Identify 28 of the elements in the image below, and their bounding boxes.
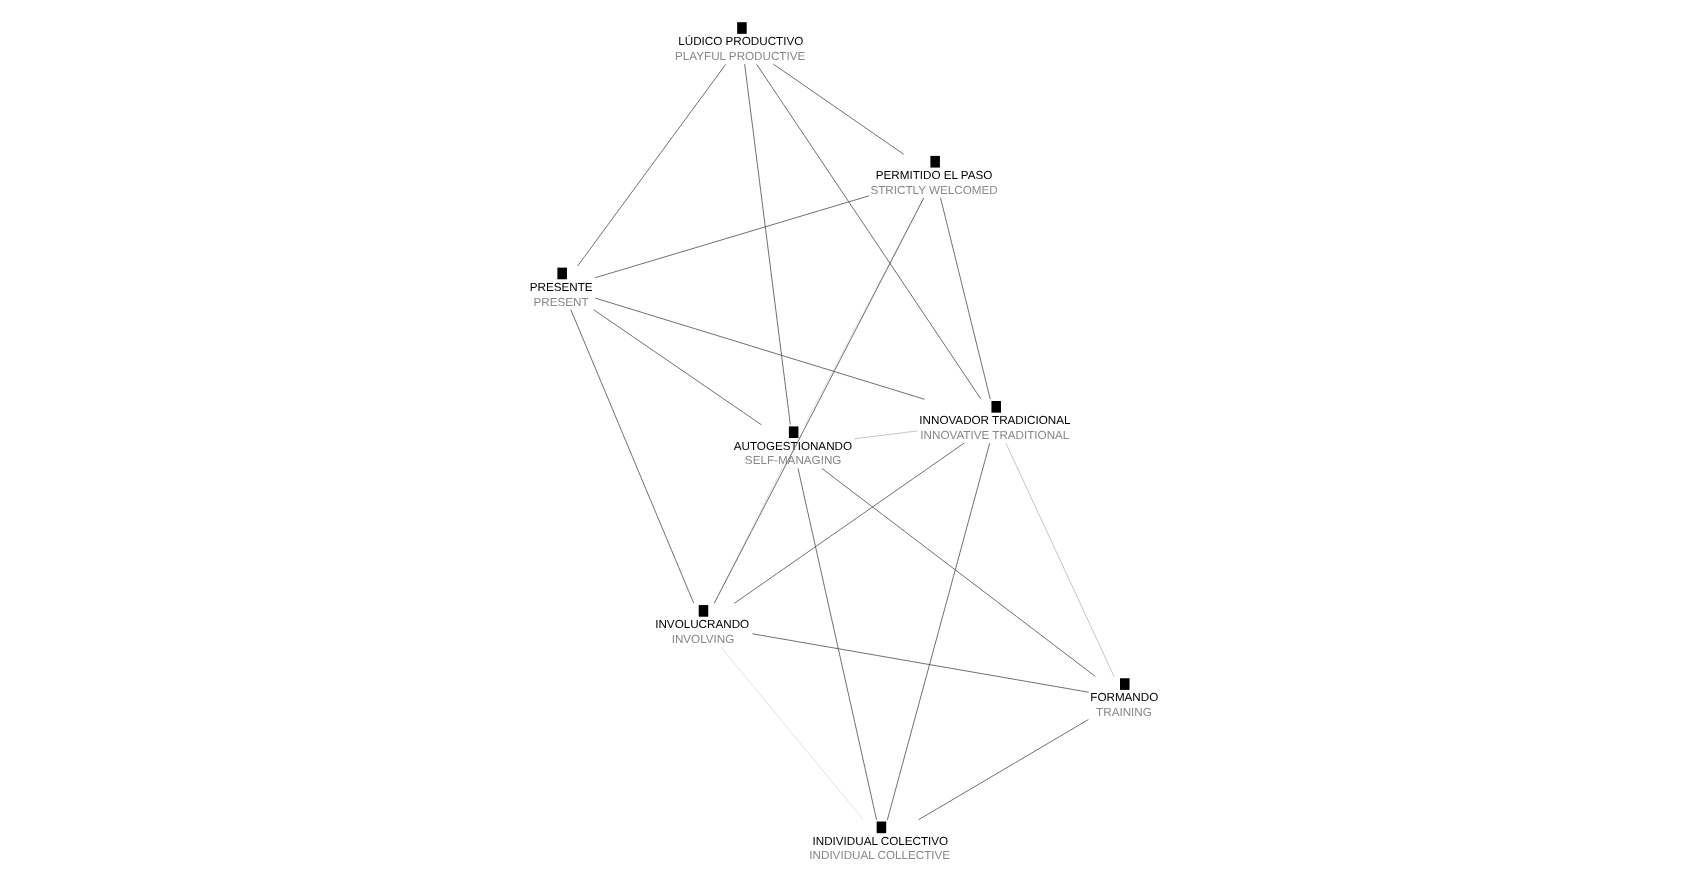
connector <box>733 442 965 604</box>
connector <box>577 64 727 267</box>
connector <box>593 309 762 426</box>
node-box <box>1120 678 1130 690</box>
connector <box>720 646 864 821</box>
connector <box>570 309 695 604</box>
connector <box>853 430 918 440</box>
node-box <box>788 426 799 439</box>
connector <box>756 63 982 400</box>
connector <box>940 197 991 400</box>
connector <box>713 468 783 604</box>
node-box <box>557 267 567 280</box>
connector <box>797 467 877 821</box>
connector <box>594 297 925 400</box>
connector <box>713 197 925 604</box>
connector <box>918 719 1089 821</box>
connector <box>772 63 905 155</box>
node-box <box>876 821 887 834</box>
connector <box>752 633 1090 693</box>
connector <box>744 63 791 425</box>
connector <box>1005 442 1115 678</box>
connector <box>594 195 870 279</box>
node-box <box>930 155 940 168</box>
connector <box>886 442 991 821</box>
connector <box>821 468 1096 677</box>
node-box <box>991 401 1001 413</box>
node-box <box>737 22 747 34</box>
node-box <box>698 605 709 617</box>
